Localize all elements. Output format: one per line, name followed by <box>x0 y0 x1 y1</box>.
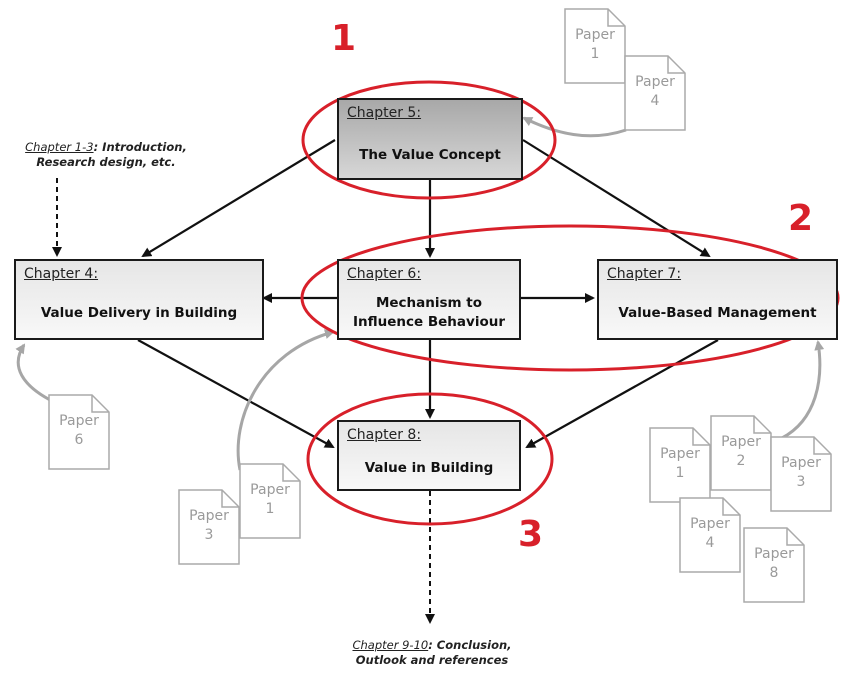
chapter-7-heading: Chapter 7: <box>607 266 682 282</box>
paper-number: 1 <box>265 501 275 517</box>
paper-top-4-icon: Paper 4 <box>624 55 686 131</box>
arrow-ch4-to-ch8 <box>137 339 335 448</box>
highlight-ellipse-2 <box>300 224 840 372</box>
paper-right-2-icon: Paper 2 <box>710 415 772 491</box>
paper-number: 3 <box>204 527 214 543</box>
paper-word: Paper <box>635 74 675 90</box>
arrow-ch7-to-ch8 <box>525 339 719 448</box>
paper-number: 4 <box>705 535 715 551</box>
chapter-6-title-line1: Mechanism to <box>375 295 483 311</box>
paper-left-6-icon: Paper 6 <box>48 394 110 470</box>
paper-word: Paper <box>754 546 794 562</box>
paper-number: 1 <box>675 465 685 481</box>
chapter-4-box[interactable]: Chapter 4: Value Delivery in Building <box>14 259 264 340</box>
chapter-5-box[interactable]: Chapter 5: The Value Concept <box>337 98 523 180</box>
chapter-8-box[interactable]: Chapter 8: Value in Building <box>337 420 521 491</box>
note-conclusion-line2: Outlook and references <box>355 653 509 667</box>
chapter-5-title: The Value Concept <box>359 147 501 163</box>
chapter-7-box[interactable]: Chapter 7: Value-Based Management <box>597 259 838 340</box>
feedback-arrow-paper4-to-ch5 <box>522 116 627 138</box>
chapter-8-title: Value in Building <box>364 460 494 476</box>
chapter-6-heading: Chapter 6: <box>347 266 422 282</box>
paper-top-1-icon: Paper 1 <box>564 8 626 84</box>
marker-2: 2 <box>788 198 814 239</box>
note-intro: Chapter 1-3: Introduction, Research desi… <box>8 140 204 170</box>
paper-right-3-icon: Paper 3 <box>770 436 832 512</box>
marker-1: 1 <box>331 18 357 59</box>
chapter-6-box[interactable]: Chapter 6: Mechanism to Influence Behavi… <box>337 259 521 340</box>
highlight-ellipse-1 <box>301 80 557 200</box>
paper-number: 4 <box>650 93 660 109</box>
feedback-arrow-papers-to-ch7 <box>781 340 825 440</box>
paper-word: Paper <box>660 446 700 462</box>
feedback-arrow-paper6-to-ch4 <box>15 343 55 404</box>
paper-number: 8 <box>769 565 779 581</box>
note-conclusion: Chapter 9-10: Conclusion, Outlook and re… <box>322 638 542 668</box>
note-conclusion-ref: Chapter 9-10 <box>352 638 429 652</box>
paper-number: 1 <box>590 46 600 62</box>
chapter-5-heading: Chapter 5: <box>347 105 422 121</box>
note-intro-ref: Chapter 1-3 <box>25 140 94 154</box>
paper-word: Paper <box>250 482 290 498</box>
paper-right-1-icon: Paper 1 <box>649 427 711 503</box>
note-intro-line2: Research design, etc. <box>36 155 176 169</box>
feedback-arrow-paper1-to-ch6 <box>236 329 335 471</box>
arrow-ch5-to-ch7 <box>522 139 711 258</box>
paper-right-8-icon: Paper 8 <box>743 527 805 603</box>
chapter-7-title: Value-Based Management <box>618 305 817 321</box>
paper-word: Paper <box>575 27 615 43</box>
paper-number: 6 <box>74 432 84 448</box>
chapter-4-title: Value Delivery in Building <box>40 305 238 321</box>
paper-bottom-3-icon: Paper 3 <box>178 489 240 565</box>
paper-number: 2 <box>736 453 746 469</box>
chapter-4-heading: Chapter 4: <box>24 266 99 282</box>
paper-right-4-icon: Paper 4 <box>679 497 741 573</box>
paper-number: 3 <box>796 474 806 490</box>
chapter-6-title-line2: Influence Behaviour <box>352 314 505 330</box>
paper-word: Paper <box>59 413 99 429</box>
paper-word: Paper <box>721 434 761 450</box>
highlight-ellipse-3 <box>306 392 554 526</box>
paper-word: Paper <box>189 508 229 524</box>
paper-word: Paper <box>690 516 730 532</box>
note-intro-line1: : Introduction, <box>93 140 187 154</box>
marker-3: 3 <box>518 514 544 555</box>
note-conclusion-line1: : Conclusion, <box>428 638 512 652</box>
paper-word: Paper <box>781 455 821 471</box>
paper-bottom-1-icon: Paper 1 <box>239 463 301 539</box>
arrow-ch5-to-ch4 <box>141 139 336 258</box>
chapter-8-heading: Chapter 8: <box>347 427 422 443</box>
